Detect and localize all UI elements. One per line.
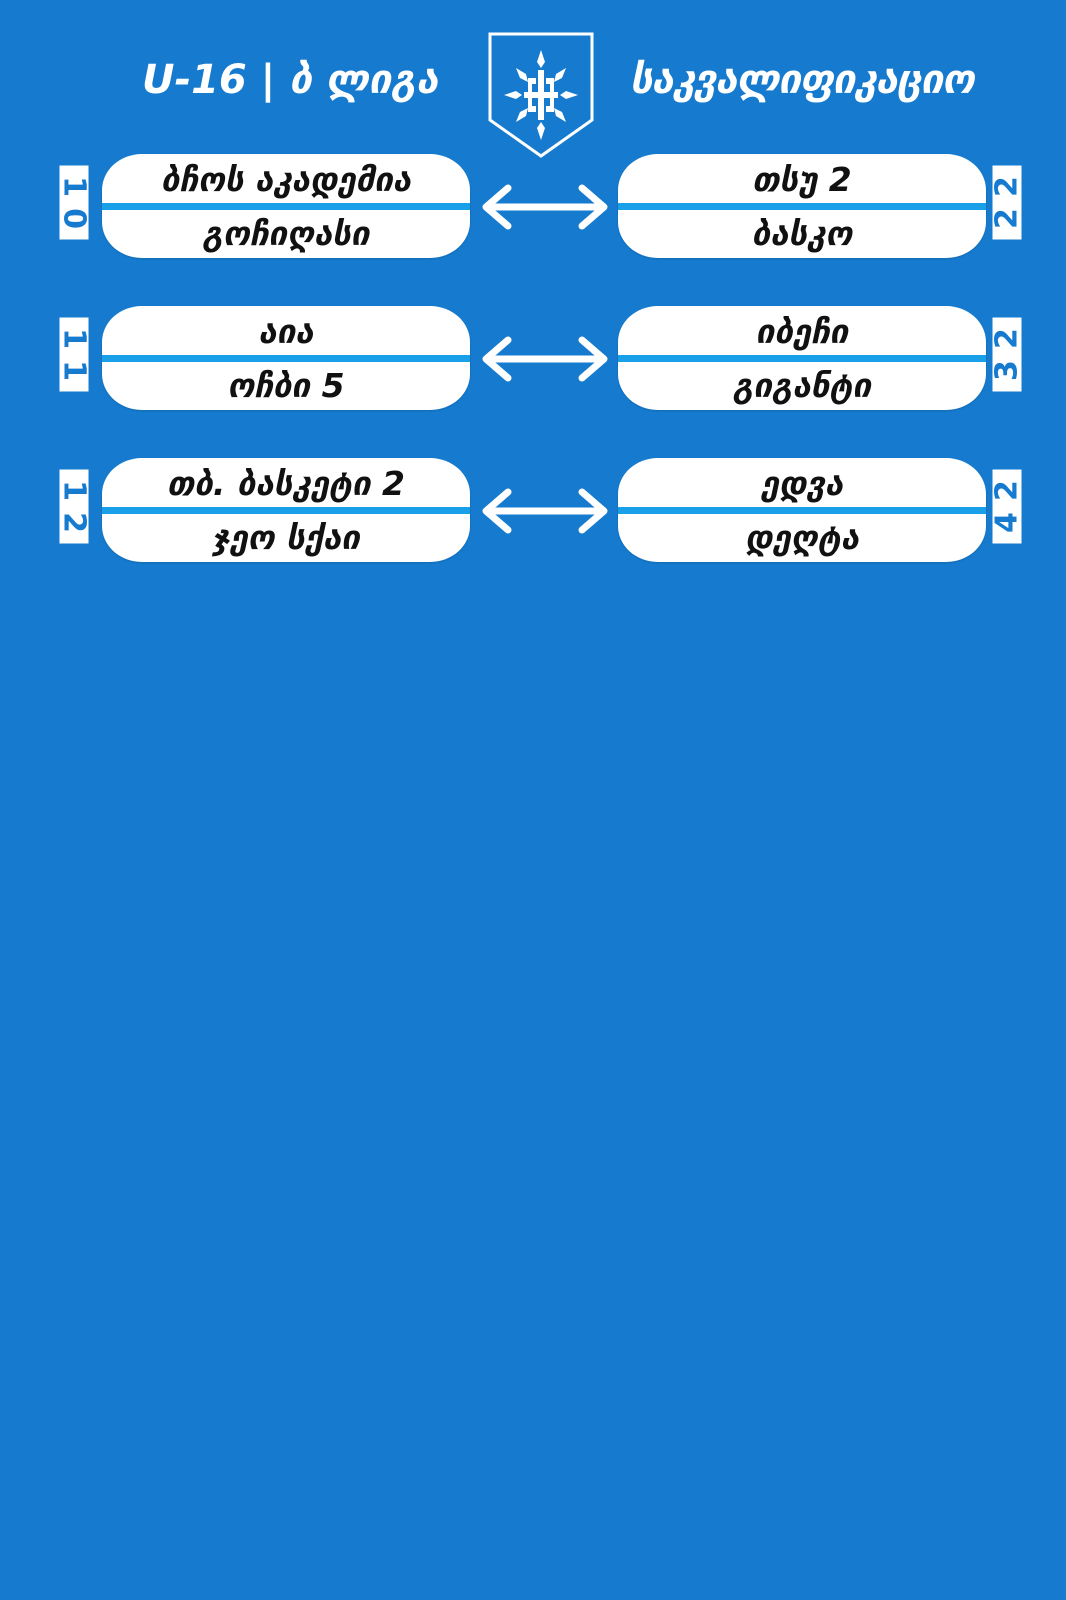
team-name: ოჩბი 5 (227, 366, 345, 405)
match-number-digit: 4 (990, 501, 1025, 544)
header-right-title: საკვალიფიკაციო (630, 57, 975, 103)
team-name: ჯეო სქაი (212, 518, 360, 557)
match-number-digit: 2 (57, 501, 92, 544)
match-number-left: 1 1 (53, 317, 95, 392)
team-pair-right: თსუ 2 ბასკო (618, 154, 986, 258)
double-headed-arrow-icon (482, 336, 608, 382)
match-number-digit: 0 (57, 197, 92, 240)
team-pair-right: ედვა დეღტა (618, 458, 986, 562)
match-number-right: 2 4 (986, 469, 1028, 544)
team-name: გიგანტი (732, 366, 872, 405)
match-row: 1 0 ბჩოს აკადემია გოჩიღასი თსუ 2 ბასკო 2… (0, 154, 1066, 260)
header-left-title: U-16 | ბ ლიგა (142, 57, 439, 103)
pill-divider (102, 355, 470, 362)
match-number-digit: 3 (990, 349, 1025, 392)
match-number-right: 2 2 (986, 165, 1028, 240)
pill-divider (618, 203, 986, 210)
pill-divider (618, 355, 986, 362)
pill-divider (102, 203, 470, 210)
team-name: აია (258, 312, 314, 351)
team-pair-left: ბჩოს აკადემია გოჩიღასი (102, 154, 470, 258)
team-name: ედვა (760, 464, 844, 503)
team-name: თსუ 2 (752, 160, 852, 199)
team-pair-right: იბეჩი გიგანტი (618, 306, 986, 410)
team-name: თბ. ბასკეტი 2 (166, 464, 406, 503)
match-number-digit: 2 (990, 197, 1025, 240)
team-name: გოჩიღასი (202, 214, 370, 253)
team-name: დეღტა (745, 518, 859, 557)
pill-divider (618, 507, 986, 514)
match-number-right: 2 3 (986, 317, 1028, 392)
match-number-digit: 1 (57, 349, 92, 392)
double-headed-arrow-icon (482, 184, 608, 230)
pill-divider (102, 507, 470, 514)
team-name: ბასკო (751, 214, 853, 253)
double-headed-arrow-icon (482, 488, 608, 534)
federation-shield-logo (488, 32, 594, 158)
match-number-left: 1 0 (53, 165, 95, 240)
team-name: იბეჩი (755, 312, 849, 351)
team-pair-left: აია ოჩბი 5 (102, 306, 470, 410)
team-name: ბჩოს აკადემია (160, 160, 412, 199)
match-row: 1 2 თბ. ბასკეტი 2 ჯეო სქაი ედვა დეღტა 2 … (0, 458, 1066, 564)
team-pair-left: თბ. ბასკეტი 2 ჯეო სქაი (102, 458, 470, 562)
match-number-left: 1 2 (53, 469, 95, 544)
match-row: 1 1 აია ოჩბი 5 იბეჩი გიგანტი 2 3 (0, 306, 1066, 412)
